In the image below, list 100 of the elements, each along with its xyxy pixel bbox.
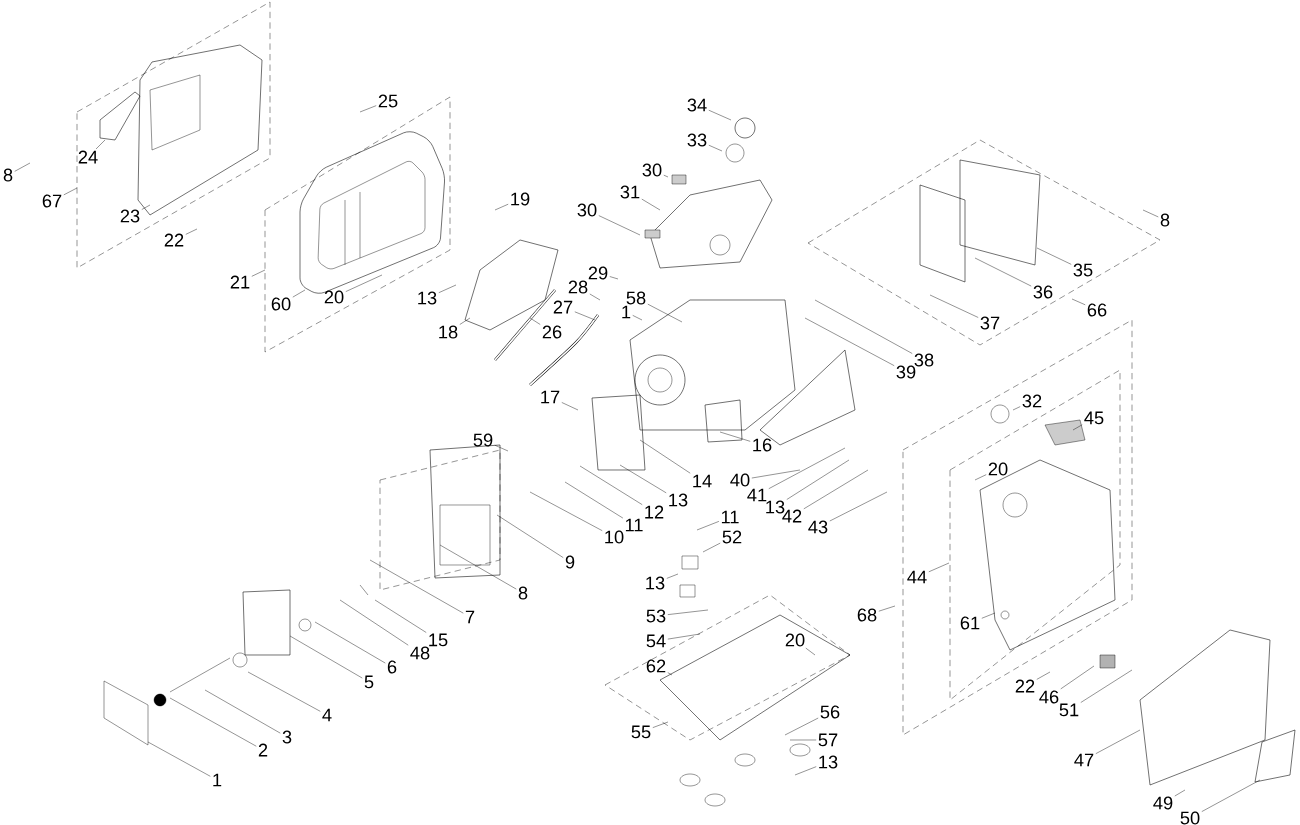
- callout-number: 24: [78, 150, 98, 164]
- callout-number: 54: [646, 634, 666, 648]
- leader-line: [794, 766, 817, 776]
- callout-number: 43: [808, 520, 828, 534]
- callout-number: 41: [747, 488, 767, 502]
- leader-line: [789, 739, 817, 741]
- leader-line: [708, 144, 723, 152]
- leader-line: [974, 257, 1032, 287]
- leader-line: [702, 542, 721, 553]
- leader-line: [369, 559, 464, 614]
- callout-number: 39: [896, 365, 916, 379]
- callout-number: 2: [258, 743, 268, 757]
- leader-line: [974, 474, 987, 481]
- leader-line: [619, 464, 667, 494]
- leader-line: [1072, 424, 1083, 431]
- leader-line: [663, 174, 669, 178]
- leader-line: [1012, 406, 1021, 411]
- leader-line: [204, 689, 281, 734]
- leader-line: [141, 204, 151, 210]
- callout-number: 13: [669, 493, 688, 507]
- leader-line: [805, 647, 816, 656]
- leader-line: [708, 110, 732, 121]
- callout-number: 45: [1084, 411, 1104, 425]
- callout-number: 60: [271, 297, 291, 311]
- callout-number: 47: [1074, 753, 1094, 767]
- callout-number: 11: [625, 518, 643, 532]
- callout-number: 38: [914, 353, 934, 367]
- callout-number: 30: [577, 203, 597, 217]
- leader-line: [579, 465, 643, 505]
- callout-number: 68: [857, 608, 877, 622]
- leader-line: [1080, 669, 1133, 703]
- callout-number: 1: [622, 305, 631, 319]
- callout-number: 14: [693, 474, 712, 488]
- callout-number: 19: [511, 192, 530, 206]
- callout-number: 11: [721, 510, 739, 524]
- callout-number: 17: [541, 390, 560, 404]
- callout-number: 7: [465, 610, 475, 624]
- callout-number: 10: [605, 530, 624, 544]
- callout-number: 27: [553, 300, 573, 314]
- leader-line: [147, 741, 211, 777]
- callout-number: 34: [687, 98, 707, 112]
- callout-number: 8: [3, 168, 13, 182]
- callout-number: 6: [387, 660, 397, 674]
- callout-number: 32: [1022, 394, 1042, 408]
- callout-number: 59: [473, 433, 493, 447]
- leader-line: [878, 605, 896, 612]
- callout-number: 28: [568, 280, 588, 294]
- leader-line: [247, 671, 321, 712]
- callout-number: 13: [646, 576, 665, 590]
- leader-line: [784, 717, 819, 736]
- callout-number: 48: [410, 646, 430, 660]
- callout-number: 56: [820, 705, 840, 719]
- callout-number: 21: [230, 275, 250, 289]
- leader-line: [929, 294, 979, 318]
- leader-line: [751, 469, 801, 479]
- leader-line: [667, 609, 709, 615]
- leader-line: [494, 444, 509, 452]
- leader-line: [803, 469, 869, 510]
- leader-line: [1036, 247, 1072, 265]
- callout-number: 67: [42, 194, 62, 208]
- callout-number: 23: [120, 209, 140, 223]
- callout-number: 3: [282, 730, 292, 744]
- callout-number: 13: [418, 291, 437, 305]
- callout-number: 30: [642, 163, 662, 177]
- callout-number: 49: [1153, 796, 1173, 810]
- leader-line: [829, 491, 888, 522]
- callout-number: 58: [626, 291, 646, 305]
- leader-line: [696, 521, 720, 531]
- callout-number: 20: [988, 462, 1008, 476]
- callout-number: 57: [818, 733, 838, 747]
- leader-line: [1060, 665, 1095, 690]
- leader-line: [632, 315, 643, 321]
- leader-line: [589, 293, 601, 301]
- callout-number: 13: [819, 755, 838, 769]
- callout-number: 22: [1015, 679, 1035, 693]
- callout-number: 35: [1073, 263, 1093, 277]
- leader-line: [609, 276, 619, 280]
- leader-line: [438, 284, 457, 293]
- leader-line: [439, 544, 517, 590]
- callout-number: 52: [722, 530, 742, 544]
- leader-line: [1036, 671, 1051, 680]
- callout-number: 31: [620, 185, 640, 199]
- leader-line: [666, 573, 679, 579]
- leader-line: [169, 697, 257, 747]
- leader-line: [459, 317, 471, 325]
- leader-line: [1095, 729, 1141, 754]
- leader-line: [374, 599, 427, 633]
- leader-line: [667, 672, 673, 676]
- leader-line: [574, 311, 596, 321]
- leader-line: [289, 635, 363, 679]
- callout-number: 37: [980, 316, 1000, 330]
- leader-line: [564, 481, 624, 519]
- leader-line: [95, 139, 106, 150]
- leader-line: [1201, 779, 1261, 812]
- callout-number: 1: [213, 773, 222, 787]
- leader-line: [804, 317, 895, 366]
- leader-line: [63, 187, 78, 196]
- callout-number: 12: [645, 505, 664, 519]
- leader-line: [496, 514, 564, 558]
- callout-number: 22: [164, 233, 184, 247]
